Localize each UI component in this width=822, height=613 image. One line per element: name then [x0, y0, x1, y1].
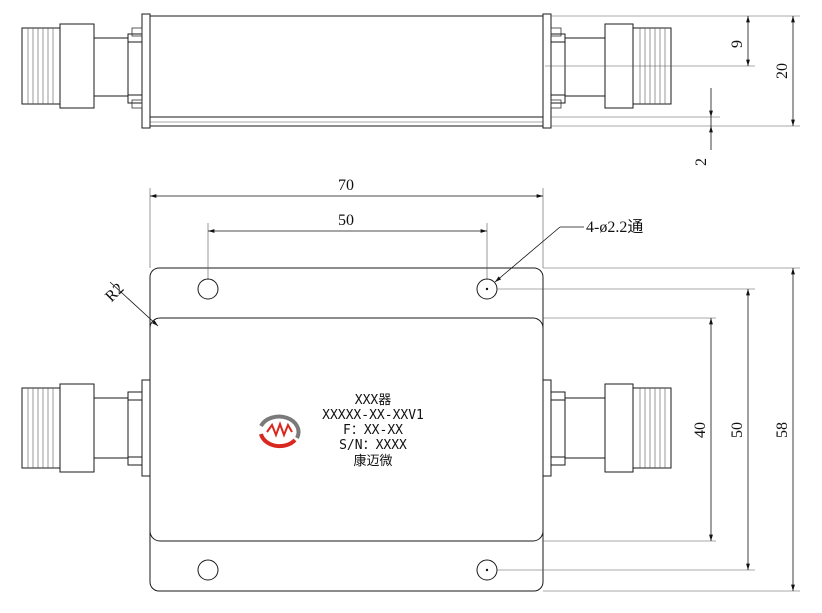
top-left-flange: [141, 13, 151, 129]
top-body: [149, 15, 544, 127]
label-serial-number: S/N：XXXX: [339, 438, 407, 453]
dim-58-label: 58: [774, 422, 791, 438]
kangmai-logo-icon: [259, 414, 301, 449]
dim-70-label: 70: [338, 177, 354, 194]
dim-2-label: 2: [693, 158, 710, 166]
mounting-hole-tl: [197, 278, 219, 300]
label-frequency: F：XX-XX: [343, 423, 403, 438]
mounting-hole-bl: [197, 559, 219, 581]
radius-label: R2: [102, 280, 127, 305]
dim-9-label: 9: [729, 40, 746, 48]
label-product-type: XXX器: [355, 393, 391, 408]
front-view: XXX器 XXXXX-XX-XXV1 F：XX-XX S/N：XXXX 康迈微 …: [21, 177, 800, 592]
dim-50-vertical-label: 50: [729, 422, 746, 438]
dim-50-horizontal-label: 50: [338, 212, 354, 229]
hole-callout-label: 4-ø2.2通: [586, 218, 643, 236]
dim-40-label: 40: [692, 422, 709, 438]
top-left-connector: [21, 23, 143, 109]
dim-20-label: 20: [774, 63, 791, 79]
label-manufacturer: 康迈微: [353, 453, 392, 469]
product-label: XXX器 XXXXX-XX-XXV1 F：XX-XX S/N：XXXX 康迈微: [322, 393, 424, 469]
front-right-connector: [542, 379, 672, 477]
top-right-flange: [542, 13, 552, 129]
front-left-connector: [21, 379, 151, 477]
top-view: 9 20 2: [21, 13, 800, 166]
label-model-number: XXXXX-XX-XXV1: [322, 408, 424, 423]
